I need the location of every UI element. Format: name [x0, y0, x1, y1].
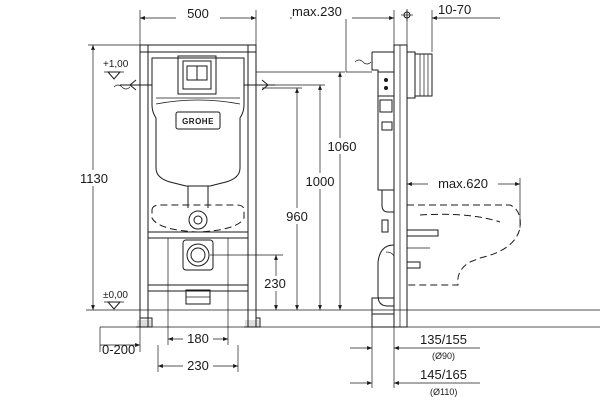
- flush-plate: [177, 55, 217, 95]
- level-marker-floor: ±0,00: [103, 290, 128, 310]
- front-view: GROHE: [120, 44, 275, 328]
- level-label-top: +1,00: [103, 59, 129, 70]
- dim-label-1130: 1130: [80, 171, 108, 186]
- dim-floor-0-200: 0-200: [99, 327, 141, 357]
- frame-left-upright: [139, 44, 149, 328]
- side-waste-pipe: [377, 244, 395, 307]
- side-frame-upright: [393, 44, 408, 328]
- dim-label-960: 960: [286, 209, 308, 224]
- waste-pipe-outlet: [186, 243, 210, 267]
- side-cistern: [371, 51, 394, 191]
- brand-logo-badge: [175, 111, 221, 130]
- side-view: [346, 44, 521, 328]
- dim-label-1060: 1060: [328, 139, 357, 154]
- cistern-body: [151, 57, 245, 187]
- dim-height-230: 230: [210, 254, 290, 310]
- dim-width-500: 500: [139, 6, 257, 45]
- dim-label-500: 500: [187, 6, 209, 21]
- side-flush-plate: [406, 51, 416, 99]
- flush-outlet: [188, 210, 208, 230]
- dim-height-960: 960: [262, 87, 311, 310]
- dim-label-230-vertical: 230: [264, 276, 286, 291]
- dim-label-10-70: 10-70: [438, 2, 471, 17]
- side-mounting-bolt: [407, 229, 439, 237]
- dim-label-max-620: max.620: [438, 176, 488, 191]
- dim-label-230-horizontal: 230: [187, 358, 209, 373]
- toilet-outline-front: [151, 204, 245, 233]
- dim-height-1130: 1130: [72, 44, 140, 310]
- dim-height-1060: 1060: [256, 71, 359, 310]
- dim-max-230: max.230: [290, 4, 395, 72]
- dim-label-0-200: 0-200: [102, 342, 135, 357]
- dim-label-1000: 1000: [306, 174, 335, 189]
- dim-height-1000: 1000: [275, 84, 338, 310]
- level-label-floor: ±0,00: [103, 290, 128, 301]
- level-marker-top: +1,00: [103, 59, 131, 90]
- dim-width-230: 230: [157, 345, 239, 373]
- dim-label-max-230: max.230: [292, 4, 342, 19]
- frame-right-upright: [247, 44, 257, 328]
- dim-145-165: 145/165 (Ø110): [350, 367, 480, 397]
- dim-max-620: max.620: [407, 176, 521, 228]
- dim-135-155: 135/155 (Ø90): [350, 327, 480, 388]
- toilet-outline-side: [407, 204, 521, 286]
- dim-width-180: 180: [167, 300, 229, 346]
- dim-label-180: 180: [187, 331, 209, 346]
- dim-label-d110: (Ø110): [430, 387, 457, 397]
- brand-logo-text: GROHE: [182, 117, 214, 126]
- dim-10-70: 10-70: [401, 2, 500, 52]
- dim-label-135-155: 135/155: [420, 332, 467, 347]
- dim-label-145-165: 145/165: [420, 367, 467, 382]
- dim-label-d90: (Ø90): [432, 351, 455, 361]
